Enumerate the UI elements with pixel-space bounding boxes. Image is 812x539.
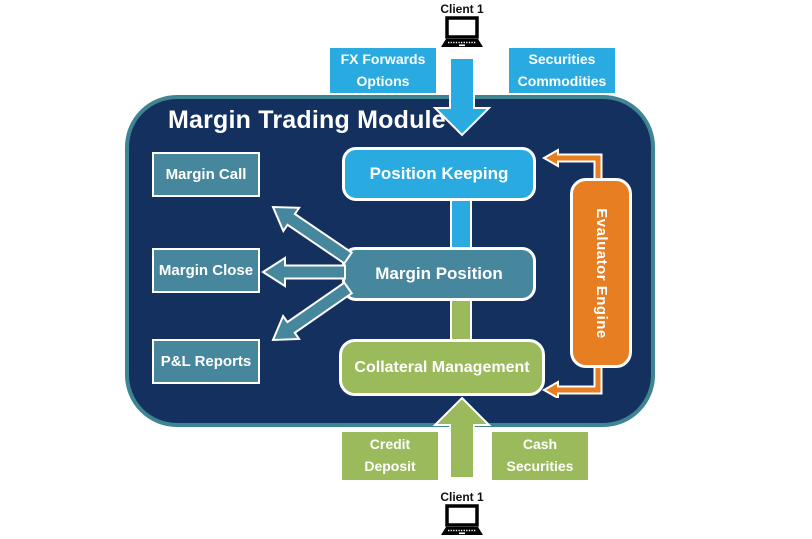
collateral-management-label: Collateral Management bbox=[354, 358, 530, 376]
module-title: Margin Trading Module bbox=[168, 106, 446, 134]
fan-arrows bbox=[255, 195, 365, 355]
inflow-securities-box: Securities Commodities bbox=[509, 48, 615, 93]
inflow-fx-line1: FX Forwards bbox=[340, 50, 426, 67]
client-bottom-label: Client 1 bbox=[440, 490, 484, 504]
margin-position-label: Margin Position bbox=[375, 264, 503, 283]
arrow-to-margin-call bbox=[271, 205, 354, 265]
evaluator-engine-label: Evaluator Engine bbox=[592, 207, 610, 339]
connector-marginposition-collateral bbox=[450, 296, 472, 344]
position-keeping-label: Position Keeping bbox=[369, 164, 509, 183]
inflow-fx-line2: Options bbox=[356, 72, 410, 89]
inflow-cash-box: Cash Securities bbox=[492, 432, 588, 480]
inflow-fx-box: FX Forwards Options bbox=[330, 48, 436, 93]
inflow-credit-box: Credit Deposit bbox=[342, 432, 438, 480]
inflow-securities-line2: Commodities bbox=[517, 72, 607, 89]
position-keeping-box: Position Keeping bbox=[342, 147, 536, 201]
laptop-icon bbox=[438, 16, 486, 50]
inflow-arrow-bottom bbox=[430, 395, 494, 480]
inflow-securities-line1: Securities bbox=[528, 50, 596, 67]
connector-positionkeeping-marginposition bbox=[450, 196, 472, 252]
margin-position-box: Margin Position bbox=[342, 247, 536, 301]
inflow-credit-line2: Deposit bbox=[364, 458, 416, 474]
output-margin-close-box: Margin Close bbox=[152, 248, 260, 293]
inflow-arrow-top bbox=[430, 58, 494, 138]
laptop-icon bbox=[438, 504, 486, 538]
inflow-cash-line2: Securities bbox=[506, 458, 574, 474]
evaluator-arrow-top bbox=[540, 148, 605, 182]
output-margin-call-label: Margin Call bbox=[165, 166, 247, 183]
evaluator-engine-box: Evaluator Engine bbox=[570, 178, 632, 368]
evaluator-arrow-bottom bbox=[540, 365, 605, 398]
output-margin-close-label: Margin Close bbox=[158, 262, 254, 279]
inflow-cash-line1: Cash bbox=[522, 436, 558, 453]
output-margin-call-box: Margin Call bbox=[152, 152, 260, 197]
output-pnl-reports-label: P&L Reports bbox=[160, 353, 252, 370]
client-top-label: Client 1 bbox=[440, 2, 484, 16]
arrow-to-margin-close bbox=[261, 256, 346, 288]
output-pnl-reports-box: P&L Reports bbox=[152, 339, 260, 384]
arrow-to-pnl-reports bbox=[271, 281, 354, 342]
collateral-management-box: Collateral Management bbox=[339, 339, 545, 396]
inflow-credit-line1: Credit bbox=[369, 436, 411, 453]
